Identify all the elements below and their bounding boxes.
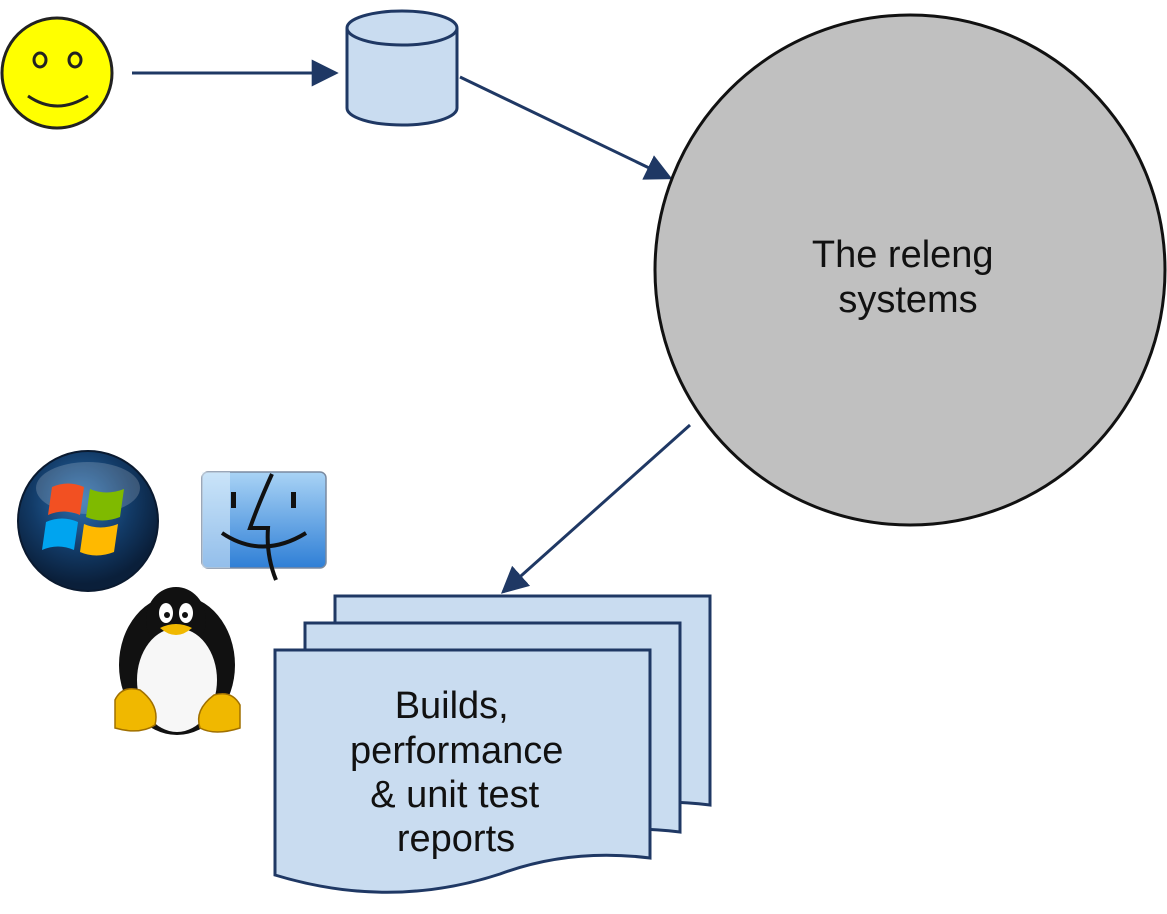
- releng-label-line-2: systems: [838, 279, 977, 321]
- reports-label-line-3: & unit test: [370, 774, 539, 816]
- arrow-repo-to-releng: [459, 75, 673, 180]
- linux-tux-icon: [114, 587, 241, 735]
- windows-logo-icon: [17, 450, 159, 592]
- svg-text:Builds, performance: Builds, performance & unit test reports: [350, 685, 574, 860]
- svg-text:The releng systems: The releng systems: [812, 234, 1004, 321]
- releng-systems-node: The releng systems: [653, 13, 1167, 527]
- reports-label-line-4: reports: [397, 818, 515, 860]
- reports-label-line-1: Builds,: [395, 685, 509, 727]
- mac-finder-icon: [201, 471, 327, 581]
- database-icon: [345, 9, 459, 127]
- arrow-releng-to-reports: [500, 423, 691, 594]
- releng-label-line-1: The releng: [812, 234, 994, 276]
- smiley-icon: [0, 16, 114, 130]
- reports-label-line-2: performance: [350, 730, 563, 772]
- reports-document-stack: Builds, performance & unit test reports: [273, 594, 712, 894]
